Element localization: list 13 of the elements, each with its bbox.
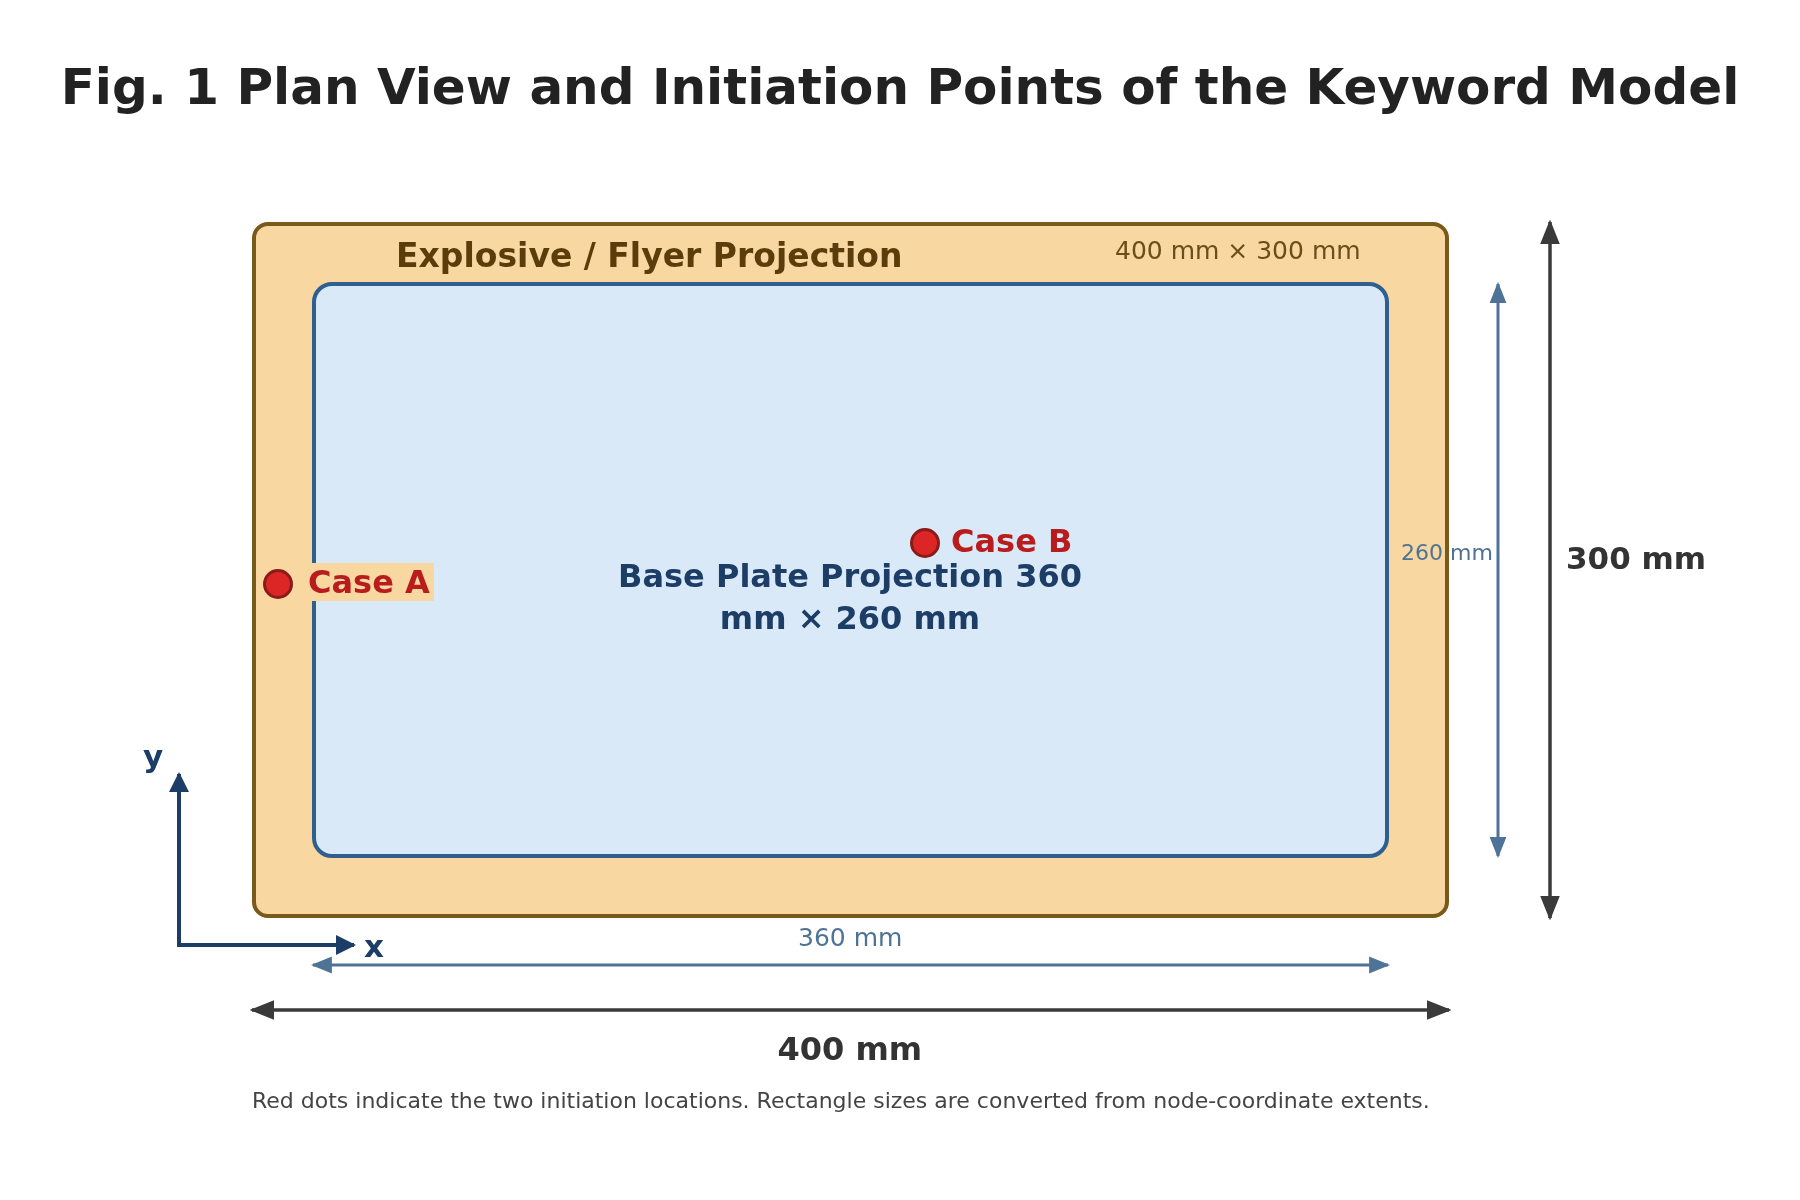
figure-title: Fig. 1 Plan View and Initiation Points of the Keyword Model: [59, 58, 1741, 116]
dimension-text: 400 mm × 300 mm: [1115, 236, 1361, 265]
figure-caption: Red dots indicate the two initiation locations. Rectangle sizes are converted from node-coordinate extents.: [252, 1088, 1430, 1113]
dimension-label: 260 mm: [1401, 540, 1493, 565]
region-heading: Explosive / Flyer Projection: [396, 236, 903, 275]
dimension-label: 400 mm: [777, 1030, 923, 1068]
axis-label: x: [364, 928, 384, 964]
explosive-region-panel: [252, 222, 1449, 918]
initiation-dot: [910, 528, 940, 558]
dimension-label: 360 mm: [798, 923, 903, 952]
axis-label: y: [143, 738, 164, 774]
initiation-dot: [263, 569, 293, 599]
dimension-label: 300 mm: [1566, 540, 1707, 576]
